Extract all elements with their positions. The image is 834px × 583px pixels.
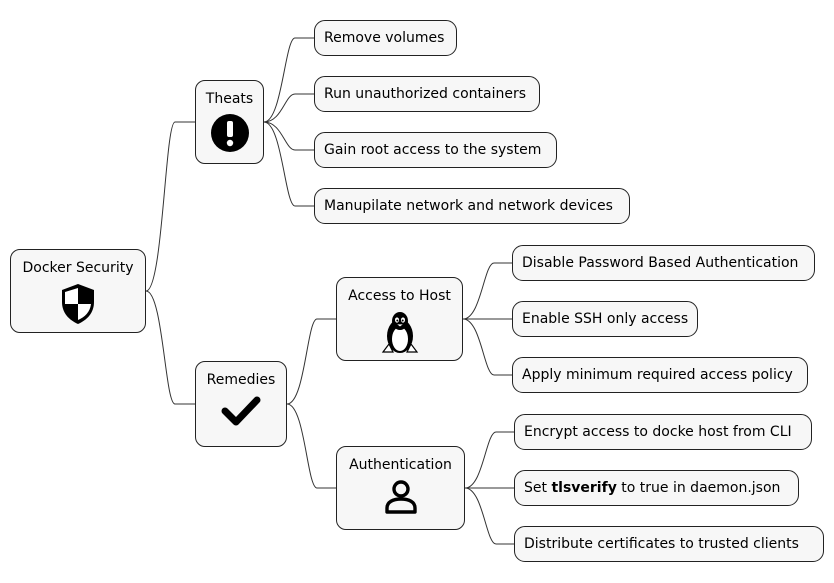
threat-remove-volumes: Remove volumes — [314, 20, 457, 56]
remedy-label: Apply minimum required access policy — [522, 367, 793, 383]
threats-label: Theats — [205, 91, 254, 107]
authentication-node: Authentication — [336, 446, 465, 530]
threat-label: Remove volumes — [324, 30, 445, 46]
tlsverify-keyword: tlsverify — [551, 480, 617, 496]
host-min-access-policy: Apply minimum required access policy — [512, 357, 808, 393]
remedies-label: Remedies — [206, 372, 276, 388]
remedies-node: Remedies — [195, 361, 287, 447]
remedy-label: Enable SSH only access — [522, 311, 689, 327]
root-label: Docker Security — [22, 260, 134, 276]
remedy-label-prefix: Set — [524, 480, 552, 496]
remedy-label: Distribute certificates to trusted clien… — [524, 536, 799, 552]
threat-label: Run unauthorized containers — [324, 86, 526, 102]
threat-root-access: Gain root access to the system — [314, 132, 557, 168]
shield-icon — [62, 284, 94, 324]
user-icon — [384, 480, 417, 514]
host-ssh-only: Enable SSH only access — [512, 301, 698, 337]
threat-label: Manupilate network and network devices — [324, 198, 613, 214]
threat-network-manipulation: Manupilate network and network devices — [314, 188, 630, 224]
access-to-host-node: Access to Host — [336, 277, 463, 361]
remedy-label-suffix: to true in daemon.json — [616, 480, 781, 496]
root-node: Docker Security — [10, 249, 146, 333]
remedy-label: Disable Password Based Authentication — [522, 255, 799, 271]
checkmark-icon — [221, 396, 261, 426]
threats-node: Theats — [195, 80, 264, 164]
exclamation-icon — [210, 114, 249, 152]
threat-unauthorized-containers: Run unauthorized containers — [314, 76, 540, 112]
remedy-label: Encrypt access to docke host from CLI — [524, 424, 792, 440]
linux-penguin-icon — [381, 312, 418, 353]
host-disable-password-auth: Disable Password Based Authentication — [512, 245, 815, 281]
auth-encrypt-cli-access: Encrypt access to docke host from CLI — [514, 414, 812, 450]
authentication-label: Authentication — [349, 457, 452, 473]
auth-distribute-certificates: Distribute certificates to trusted clien… — [514, 526, 824, 562]
threat-label: Gain root access to the system — [324, 142, 542, 158]
auth-tlsverify: Set tlsverify to true in daemon.json — [514, 470, 799, 506]
access-to-host-label: Access to Host — [348, 288, 451, 304]
remedy-label: Set tlsverify to true in daemon.json — [524, 481, 780, 495]
